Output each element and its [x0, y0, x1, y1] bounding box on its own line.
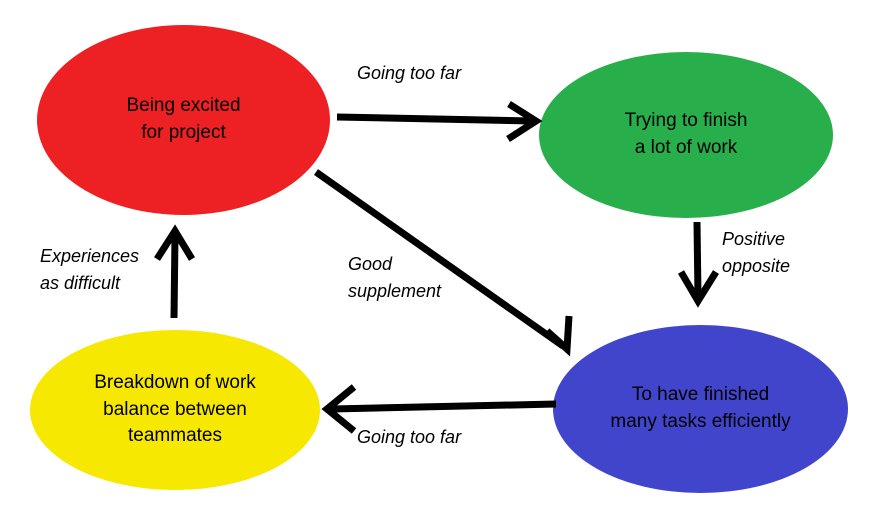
edge-label-good-supplement: Good supplement: [348, 251, 441, 305]
edge-label-line: Going too far: [357, 63, 462, 83]
node-shape-to-have-finished-many-tasks-efficiently[interactable]: [553, 325, 848, 493]
edge-label-line: supplement: [348, 281, 442, 301]
edge-arrow-going-too-far-bottom: [321, 384, 557, 434]
edge-label-line: Positive: [722, 229, 786, 249]
edge-arrow-good-supplement: [313, 169, 573, 357]
edge-label-experiences-as-difficult: Experiences as difficult: [40, 243, 139, 297]
edge-label-line: opposite: [722, 256, 791, 276]
edge-label-line: Experiences: [40, 246, 140, 266]
edge-label-line: Going too far: [357, 427, 462, 447]
edge-arrow-positive-opposite: [677, 221, 719, 308]
node-shape-trying-to-finish-a-lot-of-work[interactable]: [539, 52, 833, 218]
edge-label-going-too-far-bottom: Going too far: [357, 424, 461, 451]
node-shape-being-excited-for-project[interactable]: [37, 25, 330, 215]
edge-label-positive-opposite: Positive opposite: [722, 226, 790, 280]
edge-arrow-experiences-as-difficult: [154, 224, 195, 319]
edge-label-going-too-far-top: Going too far: [357, 60, 461, 87]
edge-label-line: Good: [348, 254, 393, 274]
edge-label-line: as difficult: [40, 273, 121, 293]
node-shape-breakdown-of-work-balance-between-teammates[interactable]: [30, 330, 320, 490]
edge-arrow-going-too-far-top: [336, 101, 543, 142]
